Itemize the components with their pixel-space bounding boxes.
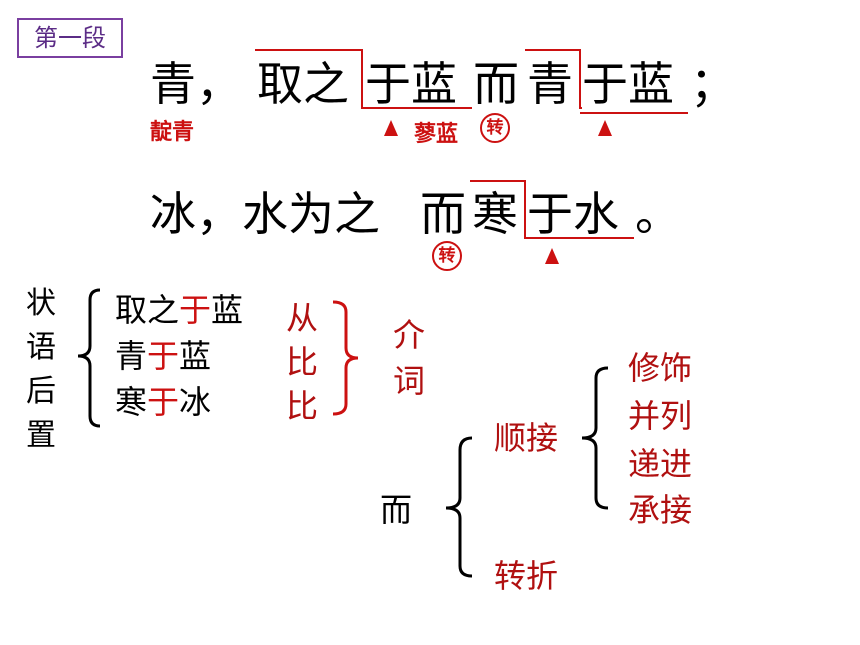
example-row-1-pre: 取之 [115,291,180,329]
example-row-2-pre: 青 [115,337,148,375]
line1-seg6: 于蓝 [582,57,674,111]
example-row-3-post: 冰 [179,383,212,421]
zhuan-mark-1: 转 [480,113,510,143]
line2-seg4: 于水 [527,187,619,241]
meaning-3: 比 [286,387,319,425]
line1-seg5: 青 [527,57,573,111]
insert-marker-1 [384,120,398,136]
zhuan-mark-2: 转 [432,241,462,271]
er-branch-shunjie: 顺接 [494,419,559,457]
example-row-2: 青于蓝 [115,332,211,380]
insert-marker-3 [545,248,559,264]
er-sub-2: 并列 [628,397,693,435]
section-label: 第一段 [17,18,123,58]
er-sub-3: 递进 [628,445,693,483]
line2-seg2: 而 [420,187,466,241]
er-sub-1: 修饰 [628,349,693,387]
note-liaolan: 蓼蓝 [414,122,459,147]
er-branch-zhuanzhe: 转折 [494,557,559,595]
line1-seg3: 于蓝 [365,57,457,111]
er-root: 而 [380,491,413,529]
example-row-3-hl: 于 [147,383,180,421]
example-row-2-post: 蓝 [179,337,212,375]
line1-seg4: 而 [473,57,519,111]
example-row-1: 取之于蓝 [115,286,243,334]
line2-seg5: 。 [635,187,681,241]
line2-seg1: 冰，水为之 [150,187,380,241]
meaning-2: 比 [286,343,319,381]
example-row-1-hl: 于 [179,291,212,329]
meaning-1: 从 [286,299,319,337]
line2-seg3: 寒 [472,187,518,241]
line1-seg1: 青， [150,57,242,111]
zhuangyu-label: 状语后置 [26,286,56,453]
er-sub-4: 承接 [628,491,693,529]
pos-label: 介词 [392,316,425,400]
example-row-3-pre: 寒 [115,383,148,421]
example-row-1-post: 蓝 [211,291,244,329]
example-row-3: 寒于冰 [115,378,211,426]
line1-seg7: ； [690,57,736,111]
line1-seg2: 取之 [257,57,349,111]
insert-marker-2 [598,120,612,136]
note-dianqing: 靛青 [150,120,195,145]
example-row-2-hl: 于 [147,337,180,375]
